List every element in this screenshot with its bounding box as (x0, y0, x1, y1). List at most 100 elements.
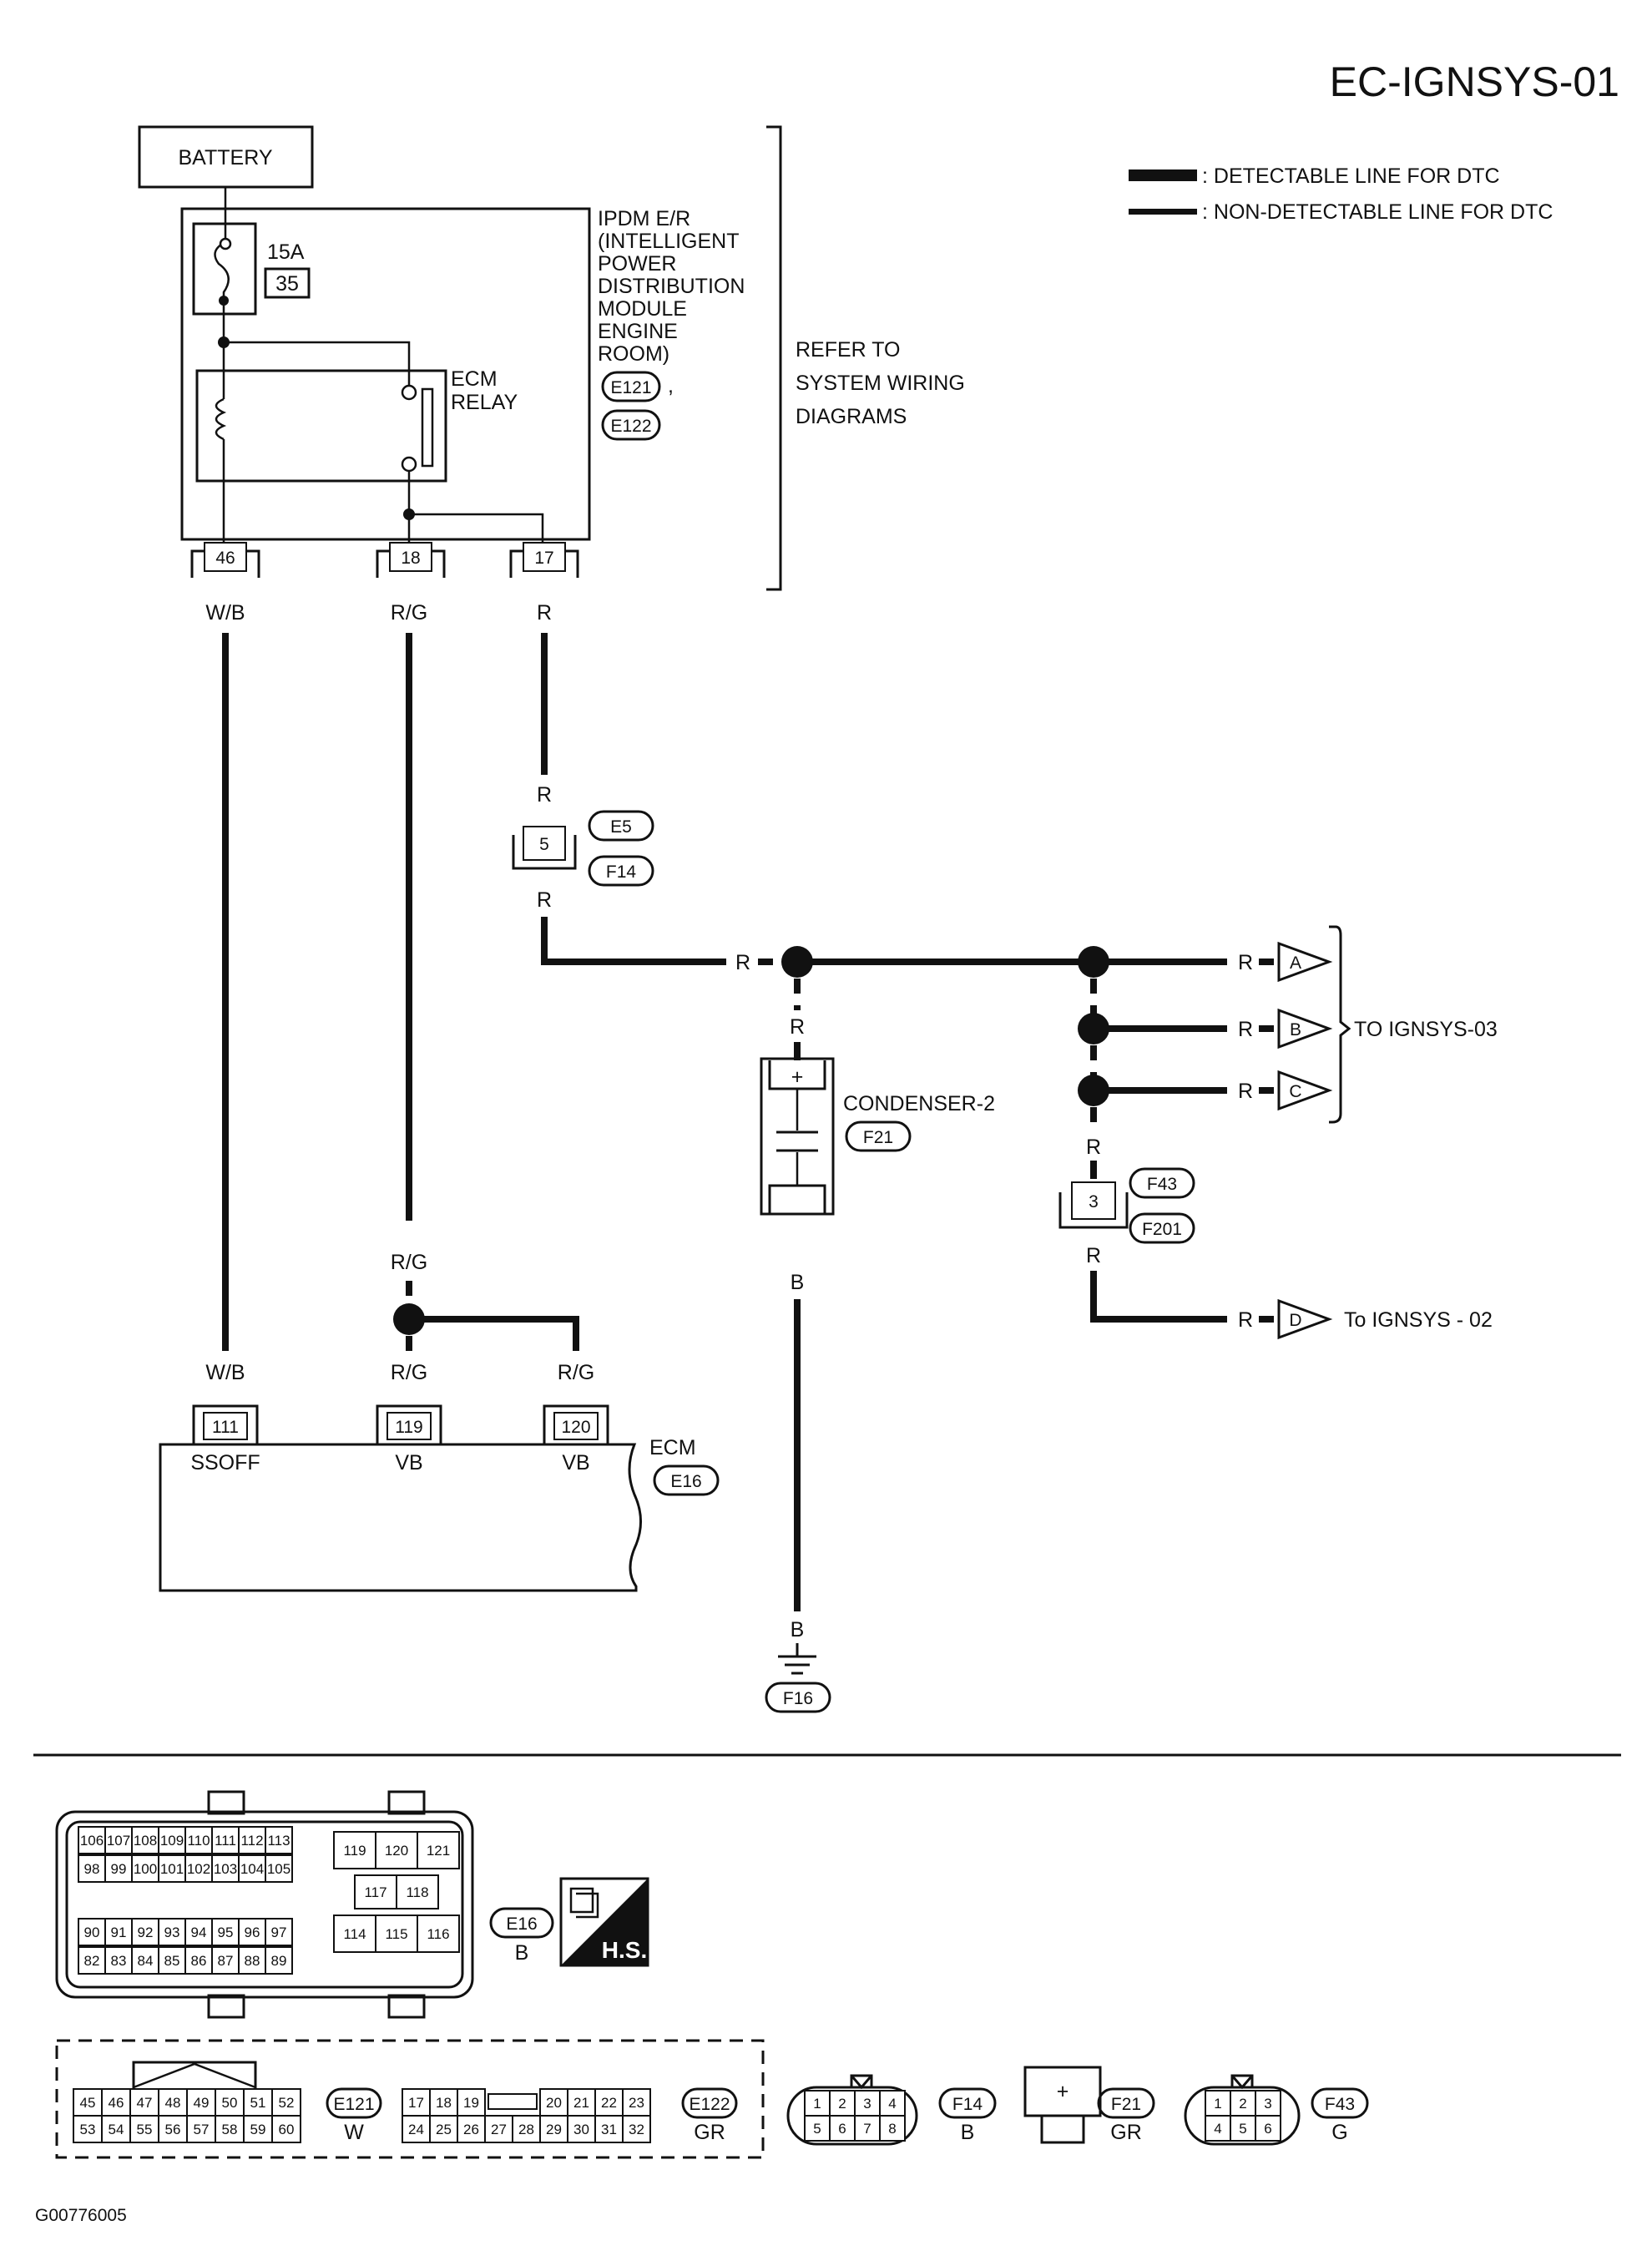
ecm-box (159, 1443, 642, 1592)
connector-pin-number: 89 (271, 1953, 287, 1969)
connector-cavity (131, 1826, 159, 1854)
branch-b-arrow (1277, 1008, 1333, 1050)
ipdm-label-line1: IPDM E/R (598, 207, 690, 230)
connector-cavity (73, 2115, 103, 2143)
wire-color-rg-120: R/G (558, 1361, 594, 1384)
connector-pin-number: 8 (888, 2121, 896, 2137)
connector-pin-number: 59 (250, 2122, 266, 2137)
connector-e122-id: E122 (689, 2095, 730, 2114)
connector-pin-number: 5 (1239, 2121, 1246, 2137)
connector-pin-number: 50 (222, 2095, 238, 2111)
connector-pin-number: 1 (813, 2096, 821, 2112)
connector-cavity (333, 1831, 376, 1869)
connector-pin-number: 116 (427, 1926, 449, 1942)
connector-pin-number: 108 (134, 1833, 157, 1849)
connector-pin-number: 112 (240, 1833, 263, 1849)
wire-color-rg-mid: R/G (391, 1251, 427, 1274)
connector-f21-plus: + (1057, 2080, 1069, 2103)
connector-pin-number: 98 (84, 1861, 100, 1877)
connector-pin-number: 57 (194, 2122, 210, 2137)
connector-cavity (265, 1918, 293, 1946)
connector-cavity (186, 2088, 216, 2117)
relay-label-line2: RELAY (451, 391, 518, 414)
fuse-number-box (264, 267, 311, 299)
relay-armature (421, 387, 434, 468)
connector-pin-number: 88 (245, 1953, 260, 1969)
wire-r-horizontal-1 (541, 917, 726, 965)
connector-pin-number: 5 (813, 2121, 821, 2137)
connector-cavity (457, 2088, 486, 2117)
connector-pin-number: 105 (267, 1861, 290, 1877)
connector-e122-color: GR (694, 2121, 725, 2144)
connector-pin-number: 118 (406, 1884, 428, 1900)
ipdm-label-line6: ENGINE (598, 320, 678, 343)
page-title: EC-IGNSYS-01 (1330, 58, 1619, 105)
connector-pin-number: 47 (137, 2095, 153, 2111)
connector-pin-number: 90 (84, 1925, 100, 1940)
wire-color-r-f43-bottom: R (1086, 1244, 1101, 1267)
joint-f43-conn2: F201 (1142, 1220, 1182, 1239)
joint-f14-badge (588, 855, 654, 887)
connector-pin-number: 26 (463, 2122, 479, 2137)
fuse-symbol (214, 209, 230, 302)
branch-to-ignsys-03: TO IGNSYS-03 (1354, 1018, 1498, 1041)
legend-non-detectable-swatch (1129, 209, 1197, 215)
connector-cavity (417, 1915, 460, 1953)
connector-pin-number: 19 (463, 2095, 479, 2111)
connector-pin-number: 46 (109, 2095, 124, 2111)
connector-e121-color: W (344, 2121, 364, 2144)
connector-pin-number: 29 (546, 2122, 562, 2137)
wire-color-r-e5-bottom: R (537, 888, 552, 912)
battery-label: BATTERY (179, 146, 273, 169)
connector-key-slot (488, 2093, 538, 2110)
connector-cavity (854, 2115, 881, 2142)
ipdm-pin-17: 17 (509, 542, 579, 578)
ground-symbol (778, 1643, 816, 1675)
connector-pin-number: 25 (436, 2122, 452, 2137)
ecm-pin-120-label: 120 (561, 1418, 590, 1437)
ecm-pin-111: 111 (192, 1404, 259, 1444)
connector-cavity (158, 1826, 186, 1854)
figure-id: G00776005 (35, 2206, 127, 2225)
connector-f14-color: B (961, 2121, 975, 2144)
connector-cavity (879, 2115, 906, 2142)
connector-pin-number: 102 (187, 1861, 210, 1877)
connector-pin-number: 85 (164, 1953, 180, 1969)
wire-color-r-f43-top: R (1086, 1136, 1101, 1159)
connector-pin-number: 18 (436, 2095, 452, 2111)
wire-color-r-top: R (537, 601, 552, 625)
branch-c-label: C (1289, 1082, 1301, 1101)
connector-cavity (512, 2115, 541, 2143)
branch-b-label: B (1290, 1020, 1301, 1039)
connector-e121-badge (326, 2087, 382, 2119)
ipdm-pin-18-label: 18 (401, 549, 420, 568)
connector-pin-number: 28 (518, 2122, 534, 2137)
connector-pin-number: 56 (165, 2122, 181, 2137)
branch-d-arrow (1277, 1298, 1333, 1340)
wire-r-branch-d (1090, 1271, 1227, 1323)
ipdm-label-line7: ROOM) (598, 342, 669, 366)
hs-icon: H.S. (559, 1877, 649, 1967)
ecm-label: ECM (649, 1436, 696, 1459)
connector-pin-number: 58 (222, 2122, 238, 2137)
connector-pin-number: 119 (343, 1843, 366, 1859)
connector-pin-number: 104 (240, 1861, 264, 1877)
ipdm-label-line3: POWER (598, 252, 676, 276)
connector-pin-number: 55 (137, 2122, 153, 2137)
ignsys-03-bracket (1329, 925, 1351, 1124)
connector-cavity (567, 2088, 596, 2117)
connector-cavity (184, 1918, 213, 1946)
connector-pin-number: 45 (80, 2095, 96, 2111)
connector-cavity (101, 2115, 131, 2143)
connector-cavity (78, 1826, 106, 1854)
e121-latch (132, 2061, 257, 2089)
joint-f43-pin: 3 (1089, 1192, 1099, 1211)
condenser-2: + (760, 1057, 835, 1216)
ecm-pin-119: 119 (376, 1404, 442, 1444)
connector-cavity (265, 1826, 293, 1854)
connector-pin-number: 110 (187, 1833, 210, 1849)
connector-pin-number: 54 (109, 2122, 124, 2137)
